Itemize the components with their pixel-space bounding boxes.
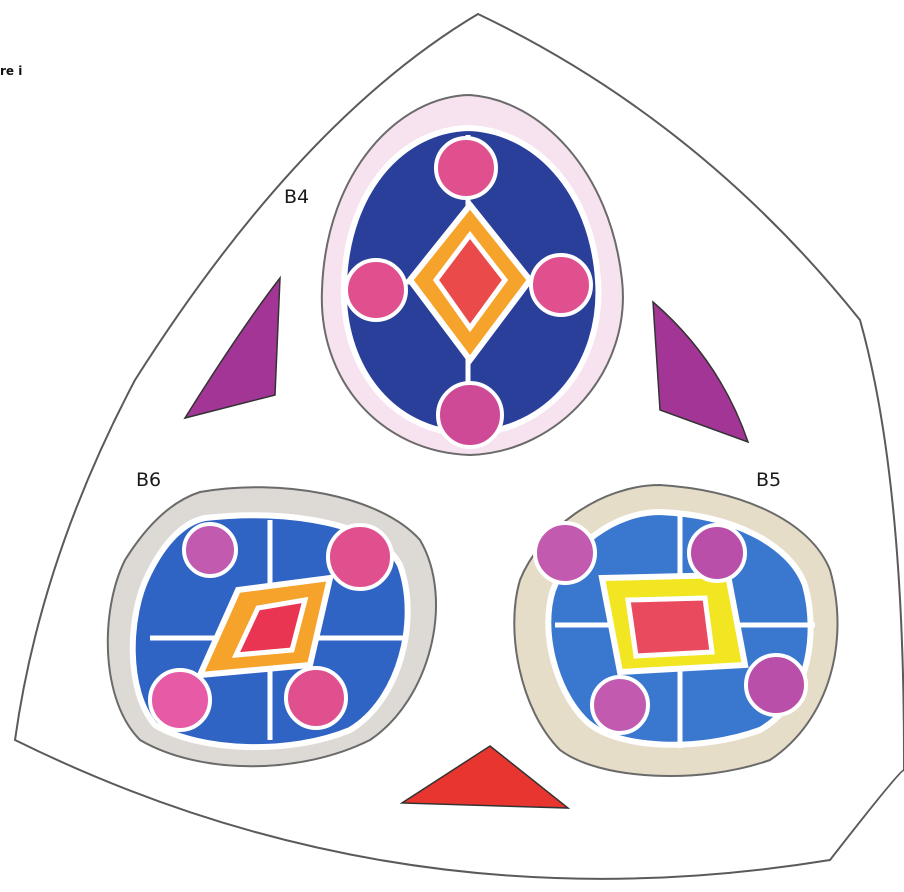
b6-medallion-bottom-left <box>150 670 210 730</box>
b5-medallion-bottom-left <box>592 677 648 733</box>
b4-medallion-top <box>436 138 496 198</box>
b5-medallion-top-right <box>689 525 745 581</box>
b5-red-diamond <box>628 598 712 656</box>
b4-medallion-right <box>531 255 591 315</box>
b4-medallion-bottom <box>438 383 502 447</box>
b5-medallion-bottom-right <box>746 655 806 715</box>
b4-medallion-left <box>346 260 406 320</box>
b6-medallion-top-right <box>328 525 392 589</box>
b6-medallion-top-left <box>184 524 236 576</box>
label-b6: B6 <box>136 469 161 491</box>
b5-medallion-top-left <box>535 523 595 583</box>
label-b4: B4 <box>284 186 309 208</box>
panel-b5 <box>514 485 837 776</box>
label-b5: B5 <box>756 469 781 491</box>
panel-b6 <box>108 487 436 766</box>
b6-medallion-bottom-right <box>286 668 346 728</box>
